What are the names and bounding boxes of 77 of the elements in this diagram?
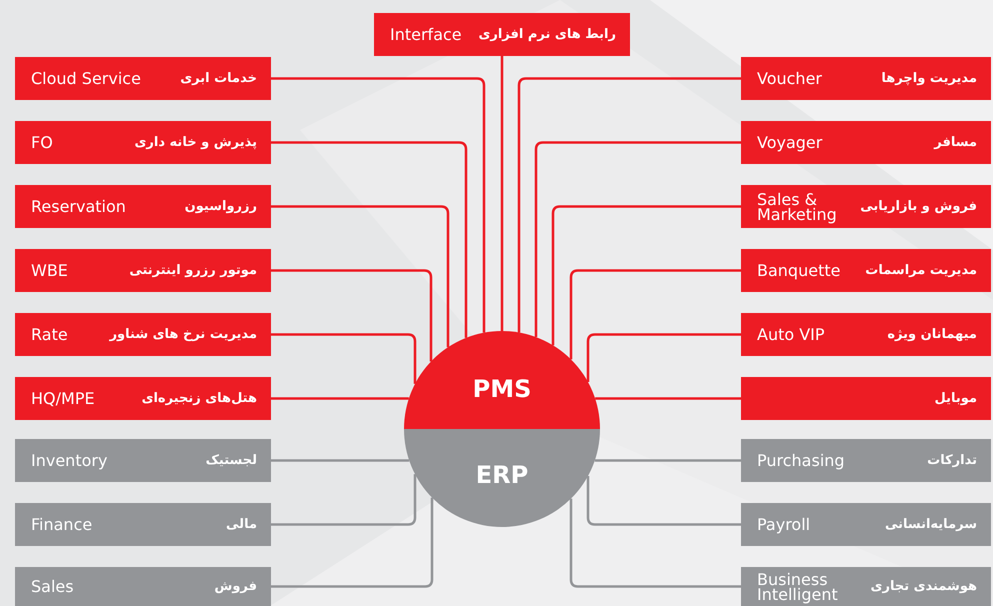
persian-label: رابط های نرم افزاری bbox=[478, 27, 616, 42]
english-label: Sales bbox=[31, 579, 74, 594]
label-box bbox=[741, 313, 991, 356]
connector-line bbox=[271, 459, 410, 462]
english-label: Voyager bbox=[757, 135, 822, 150]
persian-label: مسافر bbox=[934, 135, 977, 150]
connector-line bbox=[271, 141, 468, 338]
english-label: Interface bbox=[390, 27, 462, 42]
english-label: Business Intelligent bbox=[757, 572, 839, 602]
persian-label: فروش bbox=[214, 579, 257, 594]
label-box bbox=[15, 567, 271, 606]
label-box bbox=[15, 377, 271, 420]
persian-label: مدیریت واچرها bbox=[881, 71, 977, 86]
persian-label: سرمایه‌انسانی bbox=[884, 517, 977, 532]
connector-line bbox=[570, 498, 741, 588]
connector-line bbox=[271, 269, 432, 362]
connector-line bbox=[586, 333, 741, 382]
label-box bbox=[15, 313, 271, 356]
circle-label: ERP bbox=[474, 461, 530, 489]
english-label: Voucher bbox=[757, 71, 822, 86]
english-label: Banquette bbox=[757, 263, 840, 278]
circle-label: PMS bbox=[472, 375, 532, 403]
connector-line bbox=[595, 397, 741, 400]
connector-line bbox=[518, 77, 741, 332]
persian-label: تدارکات bbox=[927, 453, 977, 468]
english-label: FO bbox=[31, 135, 53, 150]
connector-line bbox=[271, 205, 450, 348]
connector-line bbox=[570, 269, 741, 360]
connector-line bbox=[271, 77, 486, 333]
label-box bbox=[741, 377, 991, 420]
connector-line bbox=[594, 459, 741, 462]
label-box bbox=[741, 185, 991, 228]
english-label: Inventory bbox=[31, 453, 108, 468]
english-label: Cloud Service bbox=[31, 71, 141, 86]
label-box bbox=[741, 567, 991, 606]
label-box bbox=[15, 503, 271, 546]
persian-label: خدمات ابری bbox=[180, 71, 257, 86]
persian-label: لجستیک bbox=[206, 453, 257, 468]
label-box bbox=[374, 13, 630, 56]
english-label: Finance bbox=[31, 517, 92, 532]
persian-label: مدیریت نرخ های شناور bbox=[110, 327, 257, 342]
connector-line bbox=[552, 205, 741, 346]
persian-label: مدیریت مراسمات bbox=[865, 263, 977, 278]
connector-line bbox=[586, 476, 741, 526]
label-box bbox=[741, 121, 991, 164]
connector-line bbox=[271, 333, 416, 384]
persian-label: فروش و بازاریابی bbox=[860, 199, 977, 214]
persian-label: هوشمندی تجاری bbox=[870, 579, 977, 594]
label-box bbox=[741, 249, 991, 292]
label-box bbox=[15, 185, 271, 228]
label-box bbox=[741, 503, 991, 546]
label-box bbox=[15, 439, 271, 482]
persian-label: پذیرش و خانه داری bbox=[134, 135, 257, 150]
label-box bbox=[15, 121, 271, 164]
connector-line bbox=[500, 56, 504, 331]
english-label: HQ/MPE bbox=[31, 391, 95, 406]
label-box bbox=[15, 249, 271, 292]
english-label: Auto VIP bbox=[757, 327, 825, 342]
persian-label: موبایل bbox=[934, 391, 977, 406]
persian-label: رزرواسیون bbox=[184, 199, 257, 214]
english-label: Reservation bbox=[31, 199, 126, 214]
connector-line bbox=[534, 141, 741, 338]
connector-line bbox=[271, 397, 409, 400]
connector-line bbox=[271, 498, 434, 588]
persian-label: هتل‌های زنجیره‌ای bbox=[142, 391, 257, 406]
label-box bbox=[741, 439, 991, 482]
english-label: Rate bbox=[31, 327, 68, 342]
persian-label: میهمانان ویژه bbox=[887, 327, 977, 342]
persian-label: موتور رزرو اینترنتی bbox=[129, 263, 257, 278]
label-box bbox=[15, 57, 271, 100]
english-label: Sales & Marketing bbox=[757, 192, 838, 222]
connector-line bbox=[271, 474, 416, 526]
persian-label: مالی bbox=[226, 517, 257, 532]
english-label: Purchasing bbox=[757, 453, 845, 468]
english-label: WBE bbox=[31, 263, 68, 278]
label-box bbox=[741, 57, 991, 100]
english-label: Payroll bbox=[757, 517, 810, 532]
